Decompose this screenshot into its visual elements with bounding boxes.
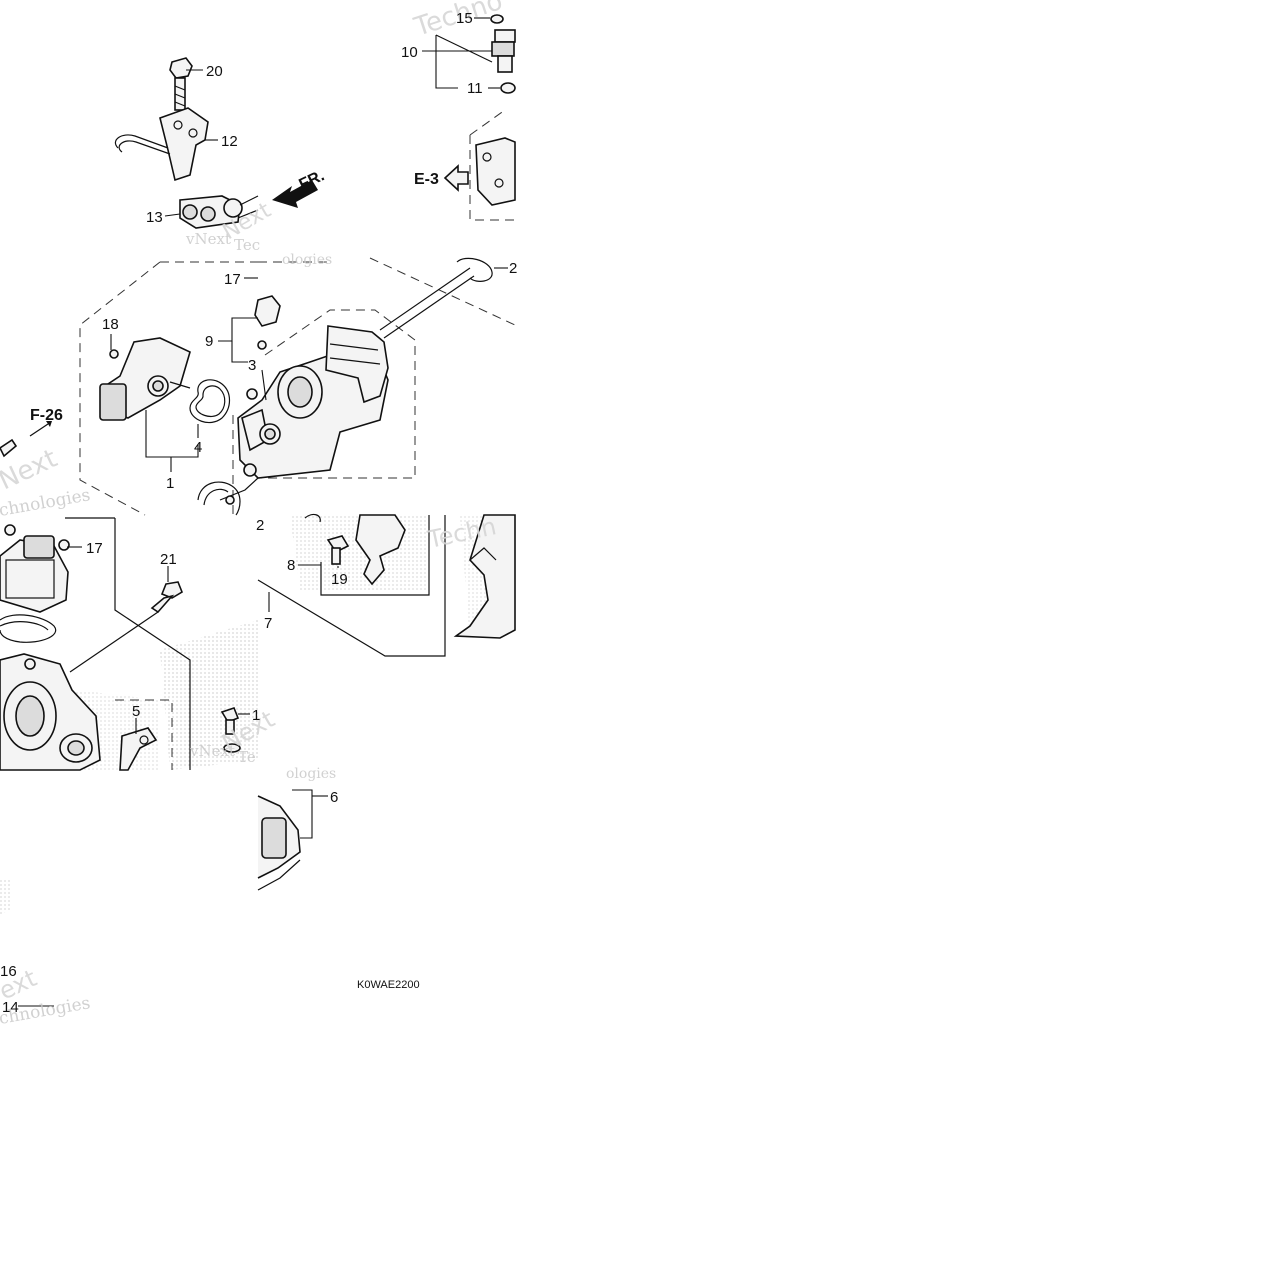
part-label: 14 [2,999,19,1016]
bolt-21 [69,581,183,673]
cover-right [453,514,516,639]
part-label: 2 [509,260,517,277]
gasket-lower [197,481,241,516]
drawing-code: K0WAE2200 [357,979,420,991]
connector-9 [254,295,281,350]
part-label: 13 [146,209,163,226]
bracket-12 [114,107,209,182]
part-label: 10 [401,44,418,61]
throttle-body [219,267,475,501]
part-label: 1 [252,707,260,724]
bracket-8 [304,513,406,586]
part-label: 20 [206,63,223,80]
part-labels: 20 12 13 15 10 11 17 2 18 9 3 4 1 2 17 2… [0,10,517,1016]
leader-lines [18,17,508,1007]
bolt-20 [169,57,193,111]
cover-6 [257,795,301,891]
reference-f26: F-26 [30,407,63,424]
bolt-1b [220,707,241,753]
flange-e3 [443,137,516,206]
watermark: vNext [189,742,235,760]
watermark: vNext [185,230,231,248]
part-label: 17 [224,271,241,288]
part-label: 4 [194,439,202,456]
part-label: 16 [0,963,17,980]
gasket-4 [189,379,231,423]
front-arrow [272,180,318,208]
part-label: 17 [86,540,103,557]
throttle-body-lower [0,653,101,771]
part-label: 7 [264,615,272,632]
part-label: 18 [102,316,119,333]
clamp-5 [119,727,158,771]
part-label: 2 [256,517,264,534]
reference-e3: E-3 [414,171,439,188]
part-label: 1 [166,475,174,492]
part-label: 11 [467,80,483,97]
part-label: 9 [205,333,213,350]
part-label: 8 [287,557,295,574]
part-label: 3 [248,357,256,374]
watermark: ologies [282,252,332,268]
part-label: 19 [331,571,348,588]
sensor-lower-left [0,524,70,643]
front-label: FR. [297,167,328,193]
sensor-1 [99,337,191,421]
sensor-10 [490,14,516,94]
watermarks: Techno vNext Tec ologies Next chnologies… [0,0,506,1029]
part-label: 21 [160,551,177,568]
watermark: ologies [286,766,336,782]
part-label: 15 [456,10,473,27]
part-label: 6 [330,789,338,806]
watermark: Tec [234,236,260,254]
part-label: 5 [132,703,140,720]
part-label: 12 [221,133,238,150]
watermark: Te [238,748,256,766]
pin [0,421,52,458]
clamp-13 [179,195,259,229]
o-ring-2 [456,257,493,282]
